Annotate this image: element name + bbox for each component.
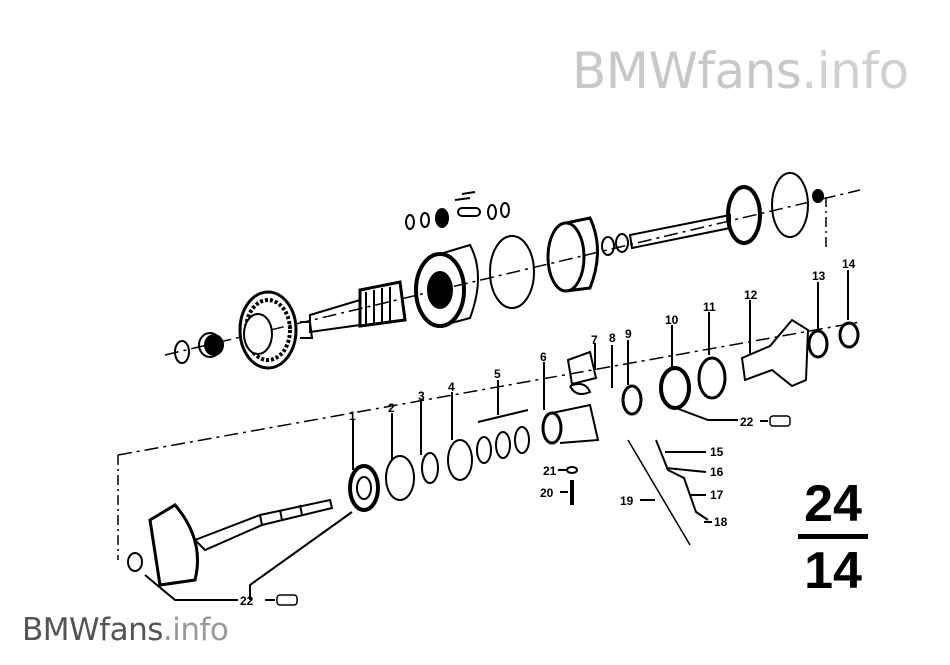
part-label-14: 14 <box>842 257 856 271</box>
part-22-symbol-bottom <box>276 594 298 606</box>
part-label-22-bottom: 22 <box>240 594 254 608</box>
part-label-19: 19 <box>620 494 634 508</box>
washer-21 <box>566 466 578 474</box>
clutch-drum <box>414 243 479 328</box>
part-label-15: 15 <box>710 445 724 459</box>
upper-axis-line <box>164 189 861 356</box>
output-shaft-upper <box>628 185 762 250</box>
large-snap-ring-right <box>771 172 809 238</box>
part-label-8: 8 <box>609 331 616 345</box>
sheet-number-bottom: 14 <box>804 542 862 600</box>
watermark-top-brand: BMWfans <box>572 42 802 100</box>
part-22-symbol-right <box>769 415 791 427</box>
part-label-4: 4 <box>448 380 455 394</box>
part-label-11: 11 <box>703 300 716 314</box>
small-plug-right <box>812 189 824 203</box>
bearing-10 <box>659 366 691 410</box>
part-label-17: 17 <box>710 488 724 502</box>
ball-bearing-1 <box>348 464 380 512</box>
output-flange-12 <box>740 318 810 388</box>
bearing-9 <box>621 384 643 416</box>
part-label-22-right: 22 <box>740 415 754 429</box>
nut-14 <box>838 321 860 349</box>
ring-gear-drum <box>546 216 599 293</box>
small-snap-ring <box>174 340 190 364</box>
part-label-12: 12 <box>744 288 758 302</box>
speedometer-gear-6 <box>541 403 600 445</box>
part-label-3: 3 <box>418 389 425 403</box>
watermark-bottom-suffix: .info <box>162 612 229 648</box>
small-parts-cluster <box>405 191 510 230</box>
snap-ring-2 <box>385 455 415 501</box>
lower-axis-line <box>117 321 861 456</box>
spring-8 <box>569 383 592 395</box>
shims-5 <box>476 409 530 464</box>
needle-bearing <box>198 332 224 358</box>
speedo-drive-19 <box>627 439 709 546</box>
snap-ring-3 <box>421 452 439 484</box>
washers-stack-upper <box>601 233 629 256</box>
large-snap-ring-upper <box>489 235 535 309</box>
planetary-gear-carrier <box>238 290 314 370</box>
part-label-9: 9 <box>625 327 632 341</box>
part-label-13: 13 <box>812 269 826 283</box>
sheet-number-divider <box>798 534 868 539</box>
shaft-seal-11 <box>697 356 727 400</box>
part-label-2: 2 <box>388 401 395 415</box>
watermark-bottom: BMWfans.info <box>22 612 229 648</box>
watermark-top: BMWfans.info <box>572 42 909 100</box>
part-label-21: 21 <box>543 464 557 478</box>
part-label-16: 16 <box>710 465 724 479</box>
snap-ring-4 <box>447 439 473 481</box>
output-drum-shaft-lower <box>127 498 334 587</box>
watermark-top-suffix: .info <box>801 42 909 100</box>
part-label-10: 10 <box>665 313 679 327</box>
part-label-20: 20 <box>540 486 554 500</box>
part-label-1: 1 <box>349 409 356 423</box>
part-label-18: 18 <box>714 515 728 529</box>
part-label-6: 6 <box>540 350 547 364</box>
part-label-7: 7 <box>591 333 598 347</box>
guide-7 <box>566 350 598 386</box>
watermark-bottom-brand: BMWfans <box>22 612 163 648</box>
sheet-number-top: 24 <box>804 475 862 533</box>
input-shaft-upper <box>309 280 407 334</box>
part-label-5: 5 <box>494 367 501 381</box>
sheet-number: 24 14 <box>798 478 868 597</box>
washer-13 <box>807 329 829 359</box>
